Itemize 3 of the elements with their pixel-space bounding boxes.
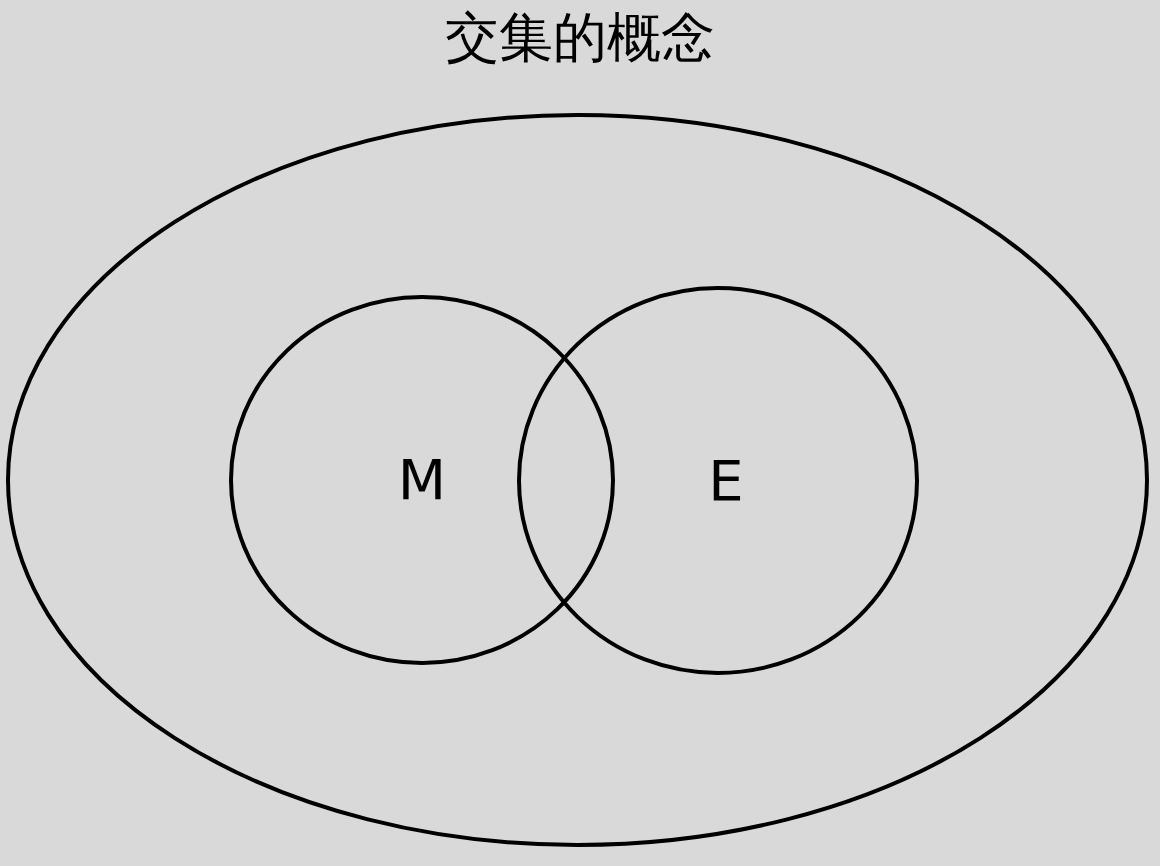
set-label: E xyxy=(708,452,744,509)
set-label: M xyxy=(397,452,447,508)
diagram-title: 交集的概念 xyxy=(445,6,715,69)
